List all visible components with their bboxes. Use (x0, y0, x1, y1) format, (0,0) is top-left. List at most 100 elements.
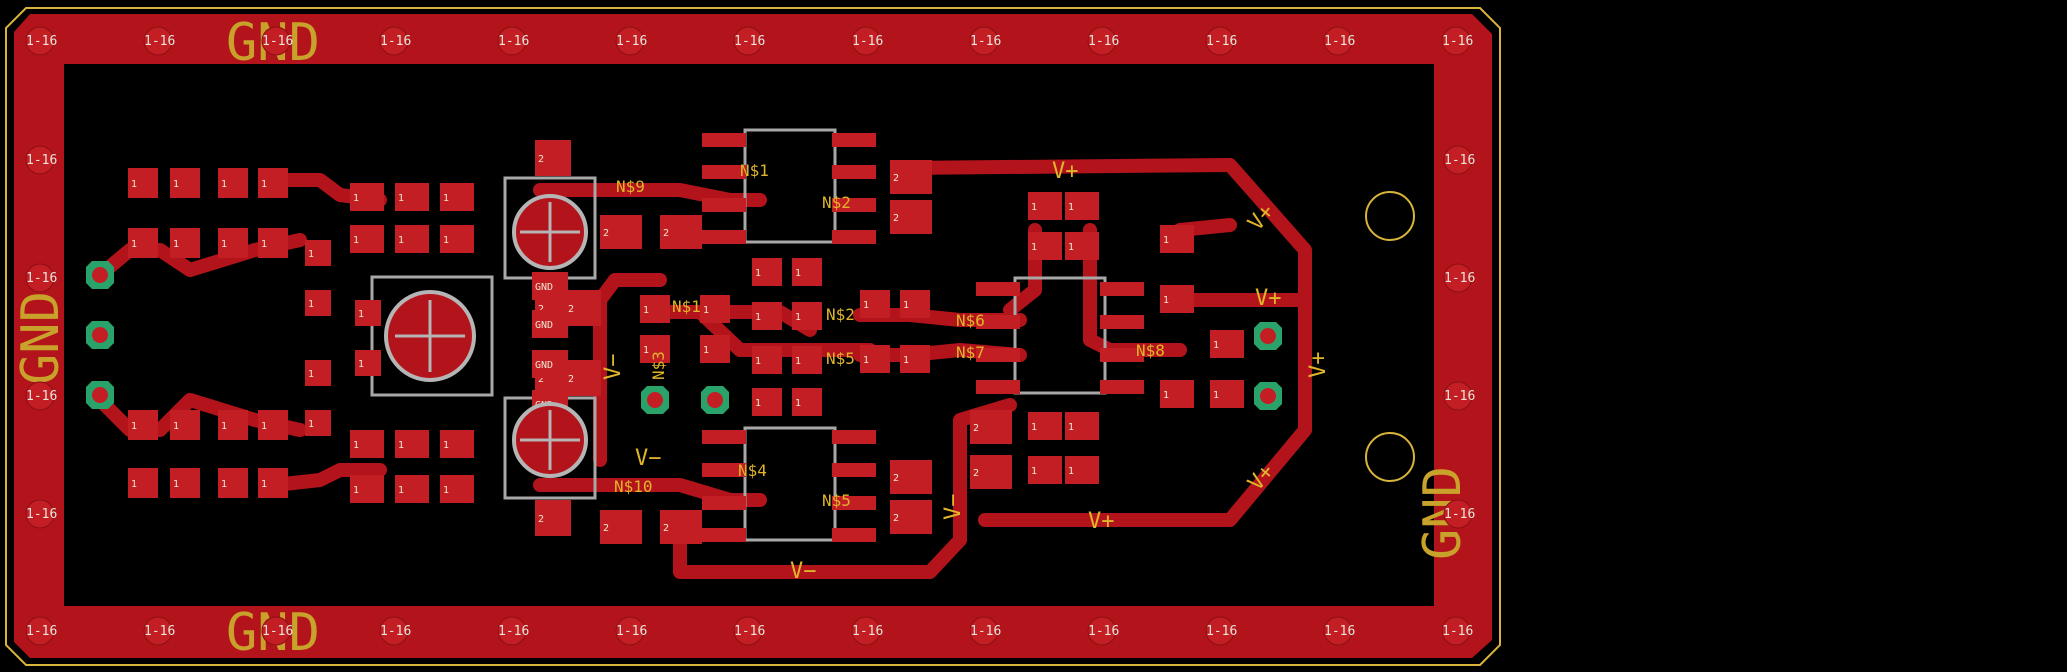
smd-pad[interactable]: 1 (440, 183, 474, 211)
smd-pad[interactable]: 1 (395, 225, 429, 253)
smd-pad[interactable]: 2 (565, 290, 601, 326)
smd-pad[interactable]: 1 (350, 183, 384, 211)
smd-pad[interactable]: 1 (440, 430, 474, 458)
smd-pad[interactable] (702, 430, 746, 444)
smd-pad[interactable] (702, 165, 746, 179)
smd-pad[interactable] (832, 430, 876, 444)
via-icon[interactable]: 1-16 (261, 616, 293, 646)
smd-pad[interactable]: 1 (305, 410, 331, 436)
via-icon[interactable]: 1-16 (25, 26, 57, 56)
smd-pad[interactable]: 1 (128, 410, 158, 440)
smd-pad[interactable]: 1 (350, 475, 384, 503)
via-icon[interactable]: 1-16 (25, 616, 57, 646)
smd-pad[interactable]: 1 (218, 468, 248, 498)
smd-pad[interactable]: 2 (890, 160, 932, 194)
smd-pad[interactable]: 1 (1160, 285, 1194, 313)
smd-pad[interactable]: 1 (900, 345, 930, 373)
smd-pad[interactable]: 1 (170, 468, 200, 498)
smd-pad[interactable]: 2 (600, 215, 642, 249)
smd-pad[interactable]: 1 (355, 350, 381, 376)
smd-pad[interactable]: 2 (565, 360, 601, 396)
via-icon[interactable]: 1-16 (1087, 616, 1119, 646)
via-icon[interactable]: 1-16 (1323, 26, 1355, 56)
smd-pad[interactable]: 1 (350, 225, 384, 253)
smd-pad[interactable]: 1 (1065, 456, 1099, 484)
smd-pad[interactable]: 1 (792, 302, 822, 330)
via-icon[interactable]: 1-16 (733, 26, 765, 56)
connector-via-icon[interactable] (1254, 382, 1282, 410)
smd-pad[interactable]: 1 (258, 468, 288, 498)
smd-pad[interactable]: 1 (1028, 412, 1062, 440)
via-icon[interactable]: 1-16 (1323, 616, 1355, 646)
via-icon[interactable]: 1-16 (379, 616, 411, 646)
smd-pad[interactable]: 1 (752, 388, 782, 416)
via-icon[interactable]: 1-16 (615, 26, 647, 56)
smd-pad[interactable]: 1 (1028, 232, 1062, 260)
smd-pad[interactable]: 1 (258, 168, 288, 198)
smd-pad[interactable]: 1 (305, 240, 331, 266)
smd-pad[interactable]: 1 (860, 290, 890, 318)
smd-pad[interactable]: 2 (890, 460, 932, 494)
smd-pad[interactable]: 1 (258, 228, 288, 258)
smd-pad[interactable]: 1 (170, 228, 200, 258)
smd-pad[interactable]: 1 (1160, 380, 1194, 408)
via-icon[interactable]: 1-16 (1441, 26, 1473, 56)
smd-pad[interactable]: 1 (305, 290, 331, 316)
smd-pad[interactable]: 1 (128, 228, 158, 258)
via-icon[interactable]: 1-16 (143, 616, 175, 646)
smd-pad[interactable] (702, 133, 746, 147)
smd-pad[interactable]: 2 (660, 510, 702, 544)
trimmer-pot-icon[interactable] (512, 402, 588, 478)
smd-pad[interactable]: 1 (1028, 192, 1062, 220)
trimmer-pot-icon[interactable] (384, 290, 476, 382)
smd-pad[interactable] (832, 165, 876, 179)
smd-pad[interactable]: 1 (258, 410, 288, 440)
via-icon[interactable]: 1-16 (25, 263, 57, 293)
smd-pad[interactable]: 1 (218, 410, 248, 440)
smd-pad[interactable]: 1 (218, 168, 248, 198)
smd-pad[interactable]: 1 (355, 300, 381, 326)
via-icon[interactable]: 1-16 (1443, 263, 1475, 293)
smd-pad[interactable]: 1 (128, 468, 158, 498)
smd-pad[interactable]: 1 (1210, 330, 1244, 358)
smd-pad[interactable]: 1 (305, 360, 331, 386)
via-icon[interactable]: 1-16 (25, 145, 57, 175)
mount-hole-icon[interactable] (1365, 191, 1415, 241)
smd-pad[interactable]: GND (532, 310, 568, 338)
smd-pad[interactable]: 1 (395, 183, 429, 211)
smd-pad[interactable]: GND (532, 350, 568, 378)
smd-pad[interactable] (702, 230, 746, 244)
connector-via-icon[interactable] (1254, 322, 1282, 350)
smd-pad[interactable]: 1 (170, 168, 200, 198)
smd-pad[interactable] (1100, 282, 1144, 296)
smd-pad[interactable]: 1 (1065, 412, 1099, 440)
smd-pad[interactable]: 1 (1160, 225, 1194, 253)
smd-pad[interactable] (702, 198, 746, 212)
smd-pad[interactable]: 1 (1065, 232, 1099, 260)
smd-pad[interactable]: 2 (600, 510, 642, 544)
smd-pad[interactable]: 1 (1065, 192, 1099, 220)
smd-pad[interactable] (976, 315, 1020, 329)
smd-pad[interactable]: 1 (1028, 456, 1062, 484)
via-icon[interactable]: 1-16 (497, 26, 529, 56)
smd-pad[interactable]: 1 (218, 228, 248, 258)
via-icon[interactable]: 1-16 (1087, 26, 1119, 56)
smd-pad[interactable] (832, 230, 876, 244)
smd-pad[interactable]: 1 (700, 295, 730, 323)
smd-pad[interactable]: 1 (1210, 380, 1244, 408)
smd-pad[interactable] (702, 463, 746, 477)
smd-pad[interactable]: 1 (170, 410, 200, 440)
smd-pad[interactable]: 1 (792, 388, 822, 416)
smd-pad[interactable]: 1 (752, 258, 782, 286)
smd-pad[interactable]: 1 (752, 302, 782, 330)
smd-pad[interactable]: 1 (440, 475, 474, 503)
smd-pad[interactable]: 2 (535, 140, 571, 176)
smd-pad[interactable] (832, 133, 876, 147)
smd-pad[interactable]: GND (532, 272, 568, 300)
smd-pad[interactable] (702, 496, 746, 510)
connector-via-icon[interactable] (86, 321, 114, 349)
smd-pad[interactable]: 2 (970, 410, 1012, 444)
via-icon[interactable]: 1-16 (1205, 616, 1237, 646)
smd-pad[interactable]: 1 (900, 290, 930, 318)
